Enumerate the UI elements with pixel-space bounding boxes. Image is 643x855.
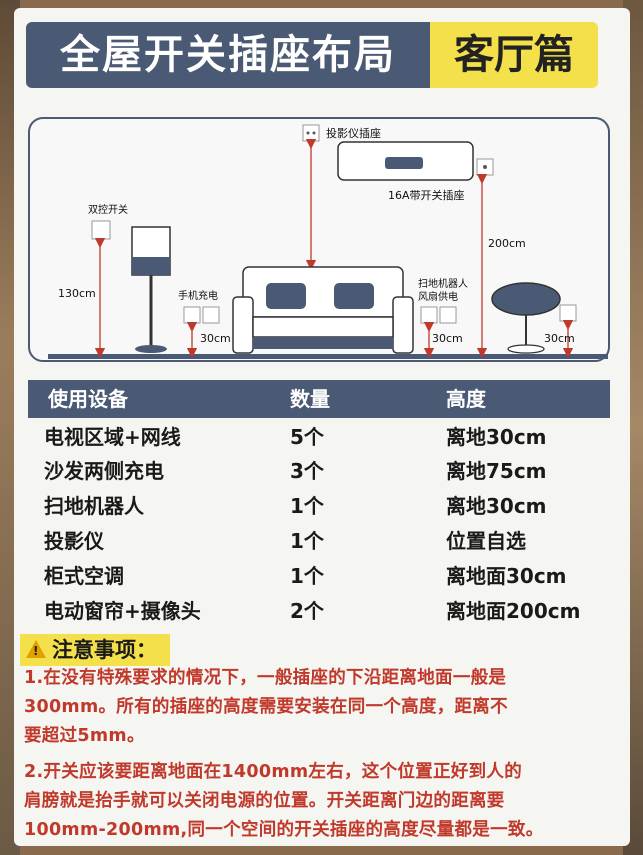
height-30-label-c: 30cm — [544, 332, 575, 345]
row-quantity: 3个 — [290, 459, 324, 483]
table-row: 投影仪 1个 位置自选 — [28, 524, 610, 558]
ac-panel-icon — [385, 157, 423, 169]
table-row: 沙发两侧充电 3个 离地75cm — [28, 454, 610, 488]
header-device: 使用设备 — [48, 387, 128, 411]
phone-charge-socket-icon — [183, 306, 201, 324]
dual-switch-label: 双控开关 — [88, 203, 128, 216]
sofa-seat-icon — [252, 316, 394, 338]
note-item-1: 1.在没有特殊要求的情况下，一般插座的下沿距离地面一般是 300mm。所有的插座… — [24, 664, 618, 751]
row-device: 扫地机器人 — [44, 494, 144, 518]
row-device: 沙发两侧充电 — [44, 459, 164, 483]
row-height: 离地30cm — [446, 494, 547, 518]
row-device: 电视区域+网线 — [44, 425, 181, 449]
projector-socket-label: 投影仪插座 — [326, 126, 381, 140]
row-height: 离地75cm — [446, 459, 547, 483]
floor-line — [48, 354, 608, 359]
notes-title: 注意事项： — [52, 638, 157, 662]
row-quantity: 1个 — [290, 494, 324, 518]
row-height: 位置自选 — [446, 529, 526, 553]
table-row: 电视区域+网线 5个 离地30cm — [28, 420, 610, 454]
header-quantity: 数量 — [290, 387, 330, 411]
row-quantity: 1个 — [290, 564, 324, 588]
warning-icon — [26, 640, 46, 658]
side-table-top-icon — [491, 282, 561, 316]
sofa-cushion-right-icon — [334, 283, 374, 309]
row-quantity: 1个 — [290, 529, 324, 553]
note-item-2: 2.开关应该要距离地面在1400mm左右，这个位置正好到人的 肩膀就是抬手就可以… — [24, 758, 618, 845]
row-quantity: 5个 — [290, 425, 324, 449]
note-1-line-2: 300mm。所有的插座的高度需要安装在同一个高度，距离不 — [24, 697, 508, 717]
note-1-line-1: 1.在没有特殊要求的情况下，一般插座的下沿距离地面一般是 — [24, 668, 507, 688]
dual-switch-icon — [91, 220, 111, 240]
table-row: 电动窗帘+摄像头 2个 离地面200cm — [28, 594, 610, 628]
page-title-highlight: 客厅篇 — [430, 22, 598, 88]
table-header: 使用设备 数量 高度 — [28, 380, 610, 418]
row-height: 离地面30cm — [446, 564, 567, 588]
row-device: 柜式空调 — [44, 564, 124, 588]
notes-heading: ! 注意事项： — [20, 634, 170, 666]
table-row: 扫地机器人 1个 离地30cm — [28, 489, 610, 523]
robot-fan-label-line1: 扫地机器人 — [418, 277, 468, 290]
height-200-label: 200cm — [488, 237, 526, 250]
projector-socket-icon — [302, 124, 320, 142]
living-room-diagram: 投影仪插座 16A带开关插座 200cm 双控开关 130cm 手机充电 30c… — [28, 117, 610, 362]
page-title: 全屋开关插座布局 — [26, 22, 430, 88]
row-height: 离地30cm — [446, 425, 547, 449]
row-quantity: 2个 — [290, 599, 324, 623]
phone-charge-label: 手机充电 — [178, 289, 218, 302]
robot-fan-label-line2: 风扇供电 — [418, 290, 458, 303]
robot-fan-socket-icon — [420, 306, 438, 324]
row-device: 电动窗帘+摄像头 — [44, 599, 201, 623]
warning-icon-mark: ! — [33, 644, 39, 658]
ac-socket-label: 16A带开关插座 — [388, 188, 465, 202]
sofa-cushion-left-icon — [266, 283, 306, 309]
note-2-line-3: 100mm-200mm,同一个空间的开关插座的高度尽量都是一致。 — [24, 820, 544, 840]
height-130-label: 130cm — [58, 287, 96, 300]
note-2-line-2: 肩膀就是抬手就可以关闭电源的位置。开关距离门边的距离要 — [24, 791, 505, 811]
row-height: 离地面200cm — [446, 599, 581, 623]
note-2-line-1: 2.开关应该要距离地面在1400mm左右，这个位置正好到人的 — [24, 762, 522, 782]
side-table-socket-icon — [559, 304, 577, 322]
note-1-line-3: 要超过5mm。 — [24, 726, 145, 746]
height-30-label-a: 30cm — [200, 332, 231, 345]
table-row: 柜式空调 1个 离地面30cm — [28, 559, 610, 593]
row-device: 投影仪 — [44, 529, 104, 553]
height-30-label-b: 30cm — [432, 332, 463, 345]
header-height: 高度 — [446, 387, 486, 411]
